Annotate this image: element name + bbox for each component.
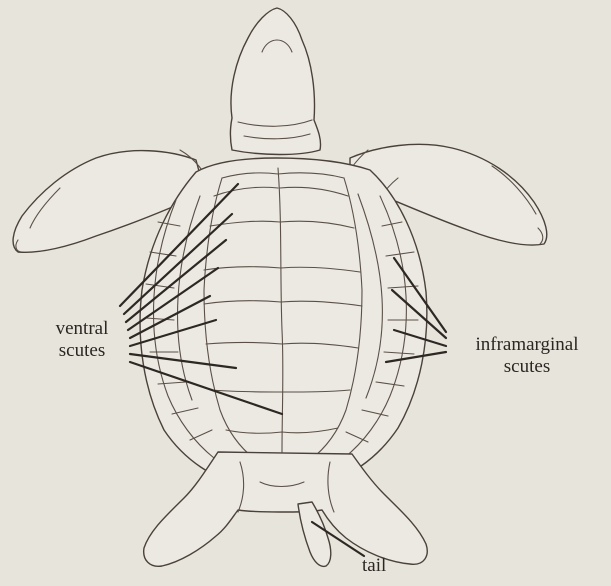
turtle-head (231, 8, 321, 155)
hind-region (144, 452, 428, 566)
inframarginal-scutes-label-line-1: inframarginal (448, 334, 606, 356)
shell-outline (140, 158, 427, 491)
ventral-scutes-label-line-2: scutes (36, 340, 128, 362)
ventral-scutes-label-line-1: ventral (36, 318, 128, 340)
tail-label: tail (362, 555, 386, 577)
inframarginal-scutes-label-line-2: scutes (448, 356, 606, 378)
ventral-scutes-label: ventral scutes (36, 318, 128, 362)
inframarginal-scutes-label: inframarginal scutes (448, 334, 606, 378)
